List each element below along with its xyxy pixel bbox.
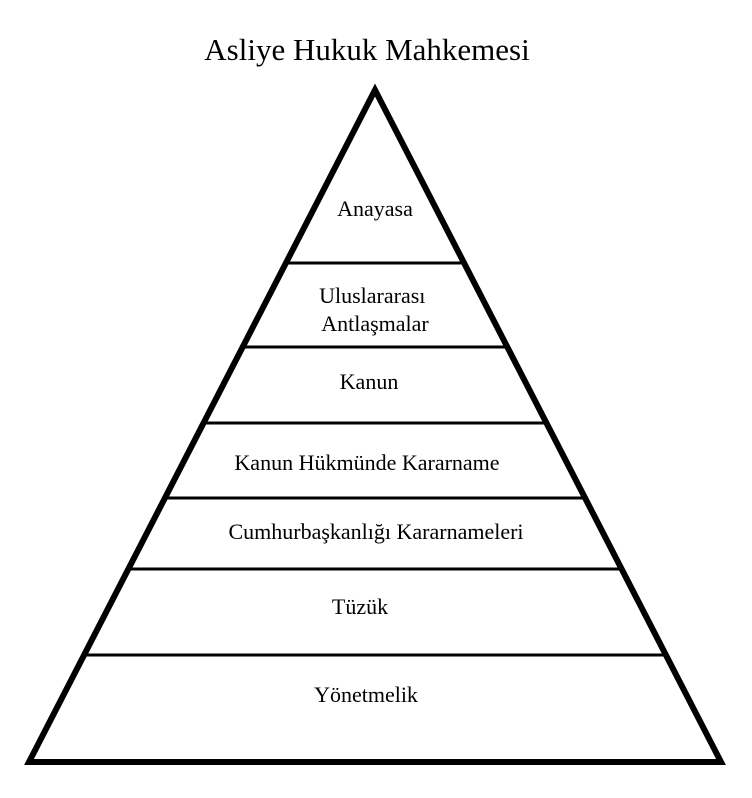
diagram-title: Asliye Hukuk Mahkemesi [204, 32, 530, 67]
tier-label-kanun-hukmunde-kararname: Kanun Hükmünde Kararname [234, 450, 499, 475]
tier-label-cumhurbaskanligi-kararnameleri: Cumhurbaşkanlığı Kararnameleri [228, 519, 523, 544]
tier-label-kanun: Kanun [340, 369, 399, 394]
tier-label-uluslararasi-antlasmalar: Uluslararası Antlaşmalar [319, 283, 431, 336]
pyramid-outline [24, 83, 726, 765]
tier-label-anayasa: Anayasa [337, 196, 413, 221]
tier-label-line: Antlaşmalar [321, 311, 429, 336]
tier-dividers [84, 261, 666, 657]
tier-label-line: Uluslararası [319, 283, 425, 308]
tier-label-yonetmelik: Yönetmelik [314, 682, 418, 707]
tier-label-tuzuk: Tüzük [332, 594, 388, 619]
tier-labels: Anayasa Uluslararası Antlaşmalar Kanun K… [228, 196, 523, 707]
